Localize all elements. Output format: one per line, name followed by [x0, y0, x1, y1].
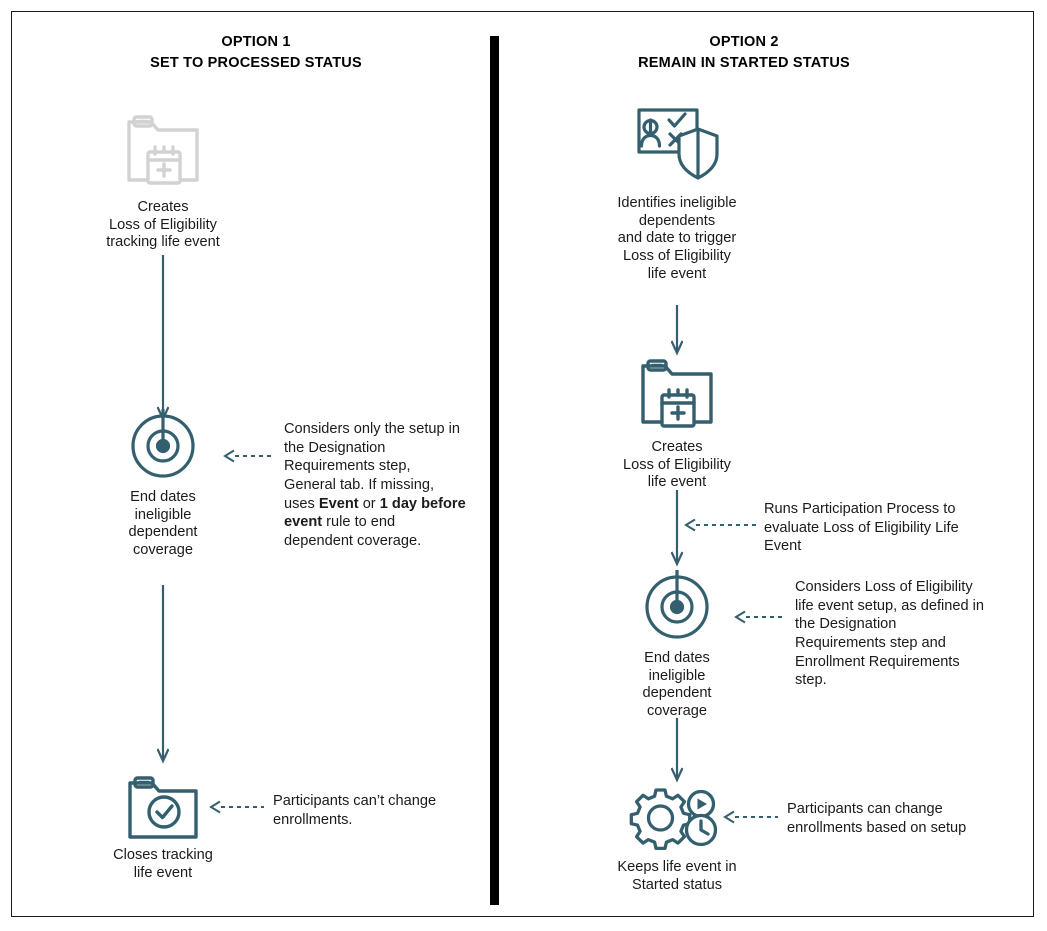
callout-connector-1 [223, 449, 275, 463]
flow-arrow-3 [671, 718, 683, 786]
callout-segment-bold: 1 day before event [284, 495, 466, 531]
node-creates-life-event: Creates Loss of Eligibility life event [572, 348, 782, 492]
callout-segment-bold: Event [318, 495, 359, 512]
callout-text-3: Participants can change enrollments base… [787, 800, 997, 837]
callout-text-1: Runs Participation Process to evaluate L… [764, 500, 984, 556]
callout-connector-3 [723, 810, 778, 824]
folder-check-icon [58, 770, 268, 842]
callout-segment: Participants can change enrollments base… [787, 801, 967, 836]
callout-connector-2 [734, 610, 786, 624]
node-label: End dates ineligible dependent coverage [642, 650, 712, 719]
node-label: Creates Loss of Eligibility tracking lif… [106, 199, 220, 251]
node-keeps-life-event-started: Keeps life event in Started status [572, 782, 782, 894]
option-2-title-line2: REMAIN IN STARTED STATUS [638, 55, 850, 72]
callout-segment: Considers Loss of Eligibility life event… [795, 579, 985, 689]
node-label: Creates Loss of Eligibility life event [623, 439, 731, 491]
folder-calendar-plus-icon [58, 108, 268, 194]
node-label: Identifies ineligible dependents and dat… [617, 195, 737, 282]
node-label: Keeps life event in Started status [617, 859, 737, 893]
callout-segment: rule to end dependent coverage. [284, 514, 422, 550]
callout-segment: or [358, 495, 380, 512]
node-creates-tracking-life-event: Creates Loss of Eligibility tracking lif… [58, 108, 268, 252]
target-dot-icon [58, 404, 268, 484]
callout-connector-2 [209, 800, 264, 814]
callout-segment: Participants can’t change enrollments. [273, 793, 437, 828]
column-divider [490, 36, 499, 905]
option-1-column: OPTION 1 SET TO PROCESSED STATUS [11, 0, 501, 931]
person-check-x-shield-icon [572, 106, 782, 190]
folder-calendar-plus-icon [572, 348, 782, 434]
node-label: End dates ineligible dependent coverage [128, 489, 198, 558]
option-1-title: OPTION 1 SET TO PROCESSED STATUS [11, 32, 501, 74]
outer-frame [11, 11, 1034, 917]
node-identifies-ineligible-dependents: Identifies ineligible dependents and dat… [572, 106, 782, 283]
option-2-title-line1: OPTION 2 [709, 34, 779, 50]
callout-segment: Runs Participation Process to evaluate L… [764, 501, 959, 555]
callout-segment: Considers only the setup in the Designat… [284, 421, 461, 512]
option-2-title: OPTION 2 REMAIN IN STARTED STATUS [499, 32, 989, 74]
option-1-title-line2: SET TO PROCESSED STATUS [150, 55, 362, 72]
flow-arrow-1 [157, 255, 169, 425]
node-end-dates-ineligible-coverage: End dates ineligible dependent coverage [572, 565, 782, 721]
callout-text-1: Considers only the setup in the Designat… [284, 420, 466, 551]
option-1-title-line1: OPTION 1 [221, 34, 291, 50]
flow-arrow-1 [671, 305, 683, 359]
flow-arrow-2 [157, 585, 169, 767]
callout-connector-1 [684, 518, 759, 532]
callout-text-2: Considers Loss of Eligibility life event… [795, 578, 987, 690]
option-2-column: OPTION 2 REMAIN IN STARTED STATUS [499, 0, 989, 931]
target-dot-icon [572, 565, 782, 645]
gear-play-clock-icon [572, 782, 782, 854]
node-closes-tracking-life-event: Closes tracking life event [58, 770, 268, 882]
callout-text-2: Participants can’t change enrollments. [273, 792, 443, 829]
node-label: Closes tracking life event [113, 847, 213, 881]
flow-arrow-2 [671, 490, 683, 570]
node-end-dates-ineligible-coverage: End dates ineligible dependent coverage [58, 404, 268, 560]
